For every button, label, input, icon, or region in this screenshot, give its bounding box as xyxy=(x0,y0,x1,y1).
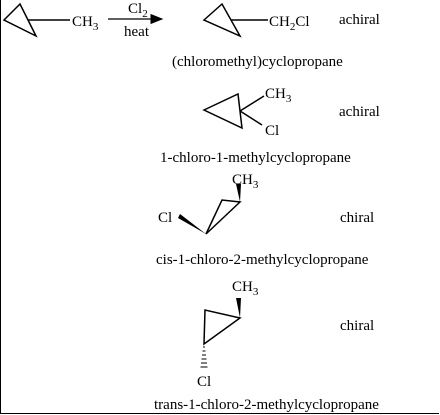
reactant-methylcyclopropane: CH3 xyxy=(2,2,99,38)
product3-wedge-cl xyxy=(178,214,206,234)
product4-ring xyxy=(203,309,242,346)
product4-name: trans-1-chloro-2-methylcyclopropane xyxy=(154,397,379,413)
product3-wedge-ch3 xyxy=(236,184,241,202)
product4-chirality: chiral xyxy=(340,318,374,334)
product2-bond-ch3 xyxy=(239,95,265,112)
product2-bond-cl xyxy=(239,110,263,126)
product-cis-1-chloro-2-methylcyclopropane: CH3 Cl chiral cis-1-chloro-2-methylcyclo… xyxy=(156,172,374,268)
product2-chirality: achiral xyxy=(339,104,380,120)
product3-ch3-label: CH3 xyxy=(232,172,259,191)
product2-name: 1-chloro-1-methylcyclopropane xyxy=(160,150,351,166)
product1-chirality: achiral xyxy=(339,12,380,28)
reactant-ch3-label: CH3 xyxy=(72,14,99,33)
reaction-arrow-group: Cl2 heat xyxy=(108,1,164,40)
product-1-chloro-1-methylcyclopropane: CH3 Cl achiral 1-chloro-1-methylcyclopro… xyxy=(160,86,380,166)
product2-ch3-label: CH3 xyxy=(265,86,292,105)
product4-wedge-ch3 xyxy=(236,298,241,318)
product4-cl-label: Cl xyxy=(197,374,211,390)
product3-ring xyxy=(205,199,242,235)
product3-name: cis-1-chloro-2-methylcyclopropane xyxy=(156,252,369,268)
product2-ring xyxy=(202,92,243,130)
product-trans-1-chloro-2-methylcyclopropane: CH3 Cl chiral trans-1-chloro-2-methylcyc… xyxy=(154,279,379,413)
product2-cl-label: Cl xyxy=(265,123,279,139)
product1-name: (chloromethyl)cyclopropane xyxy=(172,54,343,70)
product4-hash-cl xyxy=(200,346,208,368)
product4-ch3-label: CH3 xyxy=(232,279,259,298)
product3-cl-label: Cl xyxy=(158,210,172,226)
reagent-heat-label: heat xyxy=(124,24,150,40)
reagent-cl2-label: Cl2 xyxy=(128,1,148,20)
product1-ch2cl-label: CH2Cl xyxy=(269,14,310,33)
product3-chirality: chiral xyxy=(340,210,374,226)
product-chloromethylcyclopropane: CH2Cl achiral (chloromethyl)cyclopropane xyxy=(172,2,380,70)
